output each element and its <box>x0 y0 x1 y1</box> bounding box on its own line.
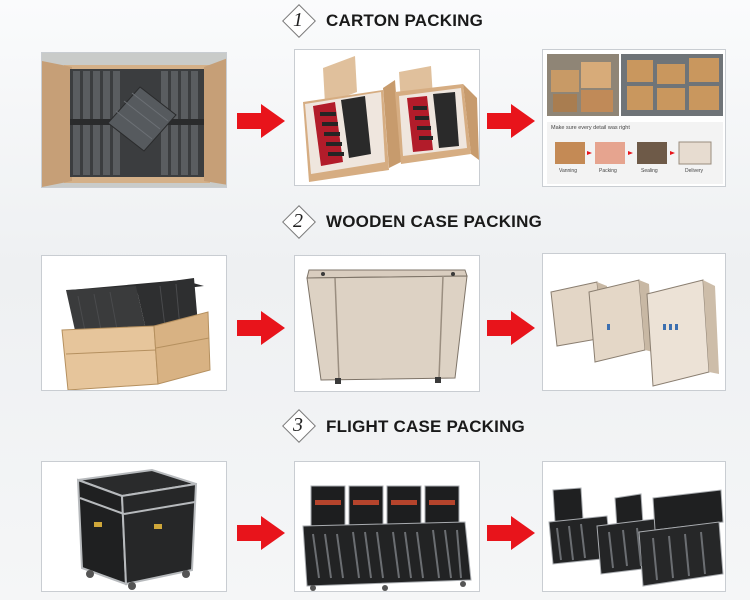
step-label: Delivery <box>685 168 704 174</box>
section-title: CARTON PACKING <box>326 11 484 30</box>
section-title: FLIGHT CASE PACKING <box>326 417 525 436</box>
right-arrow-icon <box>487 104 535 138</box>
flight-cases-group-photo <box>542 461 726 592</box>
section-number: 1 <box>293 9 303 31</box>
right-arrow-icon <box>237 311 285 345</box>
section-title: WOODEN CASE PACKING <box>326 212 542 231</box>
flight-case-modules-photo <box>294 461 480 592</box>
right-arrow-icon <box>487 311 535 345</box>
wooden-crate-open-photo <box>41 255 227 391</box>
step-label: Vanning <box>559 168 577 174</box>
right-arrow-icon <box>237 104 285 138</box>
flight-case-closed-photo <box>41 461 227 592</box>
step-label: Sealing <box>641 168 658 174</box>
section-3-header: 3 FLIGHT CASE PACKING <box>0 408 750 448</box>
carton-modules-photo <box>294 49 480 186</box>
section-number: 3 <box>293 414 303 436</box>
right-arrow-icon <box>487 516 535 550</box>
wooden-crates-group-photo <box>542 253 726 391</box>
collage-banner: Make sure every detail was right <box>551 125 630 131</box>
step-label: Packing <box>599 168 617 174</box>
carton-warehouse-collage: Make sure every detail was right Vanning… <box>542 49 726 187</box>
carton-open-photo <box>41 52 227 188</box>
right-arrow-icon <box>237 516 285 550</box>
section-2-header: 2 WOODEN CASE PACKING <box>0 204 750 244</box>
section-number: 2 <box>293 210 303 232</box>
section-1-header: 1 CARTON PACKING <box>0 2 750 42</box>
wooden-crate-closed-photo <box>294 255 480 392</box>
